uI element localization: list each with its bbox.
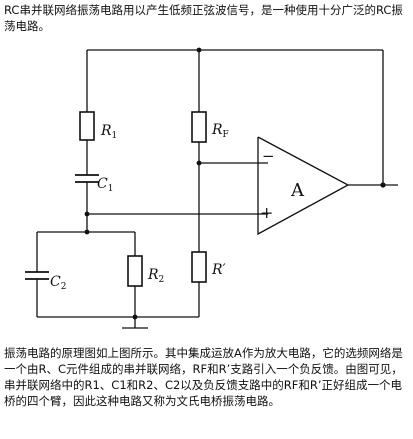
c2-label: C2 [50,274,66,292]
r2-label: R2 [147,267,164,285]
opamp-label: A [290,180,305,201]
output-node [380,182,386,188]
r1-label: R1 [100,123,117,141]
r2-resistor [127,255,143,287]
r1-resistor [79,111,95,141]
opamp-triangle [257,136,350,236]
rprime-label: R′ [211,262,227,278]
minus-sign: − [262,147,275,165]
plus-sign: + [260,203,273,222]
parallel-node-top [84,229,90,235]
intro-paragraph: RC串并联网络振荡电路用以产生低频正弦波信号，是一种使用十分广泛的RC振荡电路。 [4,3,403,33]
rprime-resistor [191,251,207,283]
rf-label: RF [211,122,229,140]
rf-resistor [191,111,207,143]
c1-label: C1 [97,176,113,194]
description-paragraph: 振荡电路的原理图如上图所示。其中集成运放A作为放大电路，它的选频网络是一个由R、… [4,346,403,408]
wien-bridge-circuit-diagram: R1 C1 C2 R2 RF R′ A − + [25,47,398,329]
